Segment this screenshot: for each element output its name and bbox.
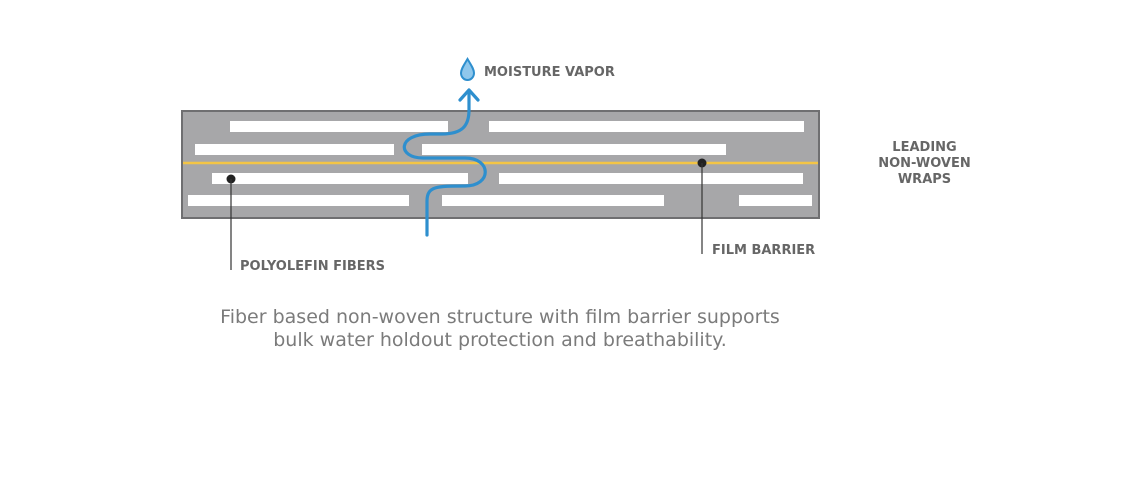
water-drop-icon [459, 57, 476, 82]
fiber [195, 144, 394, 155]
fiber [499, 173, 803, 184]
fiber [739, 195, 812, 206]
vapor-path [402, 90, 487, 237]
polyolefin-fibers-label: POLYOLEFIN FIBERS [240, 259, 385, 274]
leading-non-woven-wraps-title: LEADING NON-WOVEN WRAPS [878, 140, 971, 187]
fiber [212, 173, 468, 184]
fiber [422, 144, 726, 155]
film-barrier-label: FILM BARRIER [712, 243, 815, 258]
vapor-arrowhead [458, 88, 480, 102]
fiber [442, 195, 664, 206]
fiber [230, 121, 448, 132]
fiber [489, 121, 804, 132]
diagram-caption: Fiber based non-woven structure with fil… [220, 306, 780, 351]
polyolefin-fibers [188, 121, 812, 206]
fiber [188, 195, 409, 206]
moisture-vapor-label: MOISTURE VAPOR [484, 65, 615, 80]
